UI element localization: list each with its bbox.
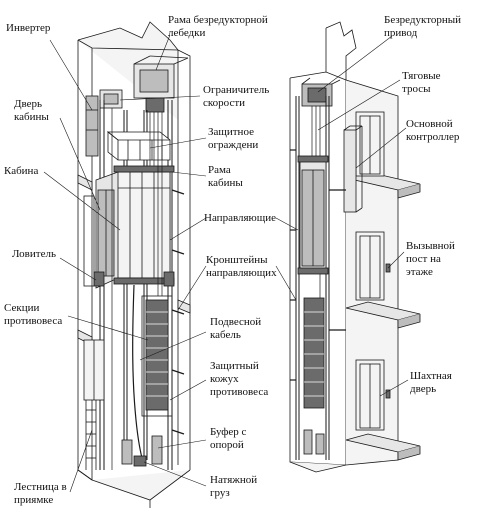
label-guard-rail: Защитное ограждени: [208, 126, 259, 151]
right-main-controller: [343, 125, 363, 213]
left-rail-brackets: [171, 189, 185, 435]
left-ropes: [111, 108, 163, 470]
right-counterweight: [303, 297, 325, 409]
label-speed-governor: Ограничитель скорости: [203, 84, 270, 109]
label-tension-weight: Натяжной груз: [210, 474, 258, 499]
left-pit-ladder: [85, 400, 97, 470]
label-main-controller: Основной контроллер: [406, 118, 460, 143]
right-car: [297, 155, 329, 275]
right-buffers: [303, 429, 325, 455]
label-travel-cable: Подвесной кабель: [210, 316, 262, 341]
left-car-body: [93, 165, 175, 289]
left-counterweight: [141, 295, 173, 417]
label-cw-guard: Защитный кожух противовеса: [210, 360, 269, 398]
left-landing-doors: [83, 195, 105, 401]
label-inverter: Инвертер: [6, 22, 51, 34]
right-gearless-drive: [301, 77, 341, 107]
leader-lines: [43, 34, 409, 493]
label-rail-brackets: Кронштейны направляющих: [206, 254, 277, 279]
right-shaft-doors: [355, 111, 391, 431]
left-buffers: [121, 435, 163, 467]
label-shaft-door: Шахтная дверь: [410, 370, 452, 395]
label-gearless-drive: Безредукторный привод: [384, 14, 462, 39]
label-safety-gear: Ловитель: [12, 248, 56, 260]
left-travel-cable: [132, 284, 143, 459]
left-inverter: [85, 95, 99, 157]
label-car-frame: Рама кабины: [208, 164, 243, 189]
label-gearless-frame: Рама безредукторной лебедки: [168, 14, 268, 39]
label-buffer: Буфер с опорой: [210, 426, 247, 451]
label-car-door: Дверь кабины: [14, 98, 49, 123]
right-rail-brackets: [290, 149, 346, 381]
label-car: Кабина: [4, 165, 39, 177]
label-guide-rails: Направляющие: [204, 212, 277, 224]
label-traction-ropes: Тяговые тросы: [402, 70, 441, 95]
left-car-guard: [106, 131, 171, 161]
label-landing-call: Вызывной пост на этаже: [406, 240, 455, 278]
left-machine-frame: [99, 55, 189, 113]
label-pit-ladder: Лестница в приямке: [14, 481, 67, 506]
label-counterweight-sections: Секции противовеса: [4, 302, 63, 327]
